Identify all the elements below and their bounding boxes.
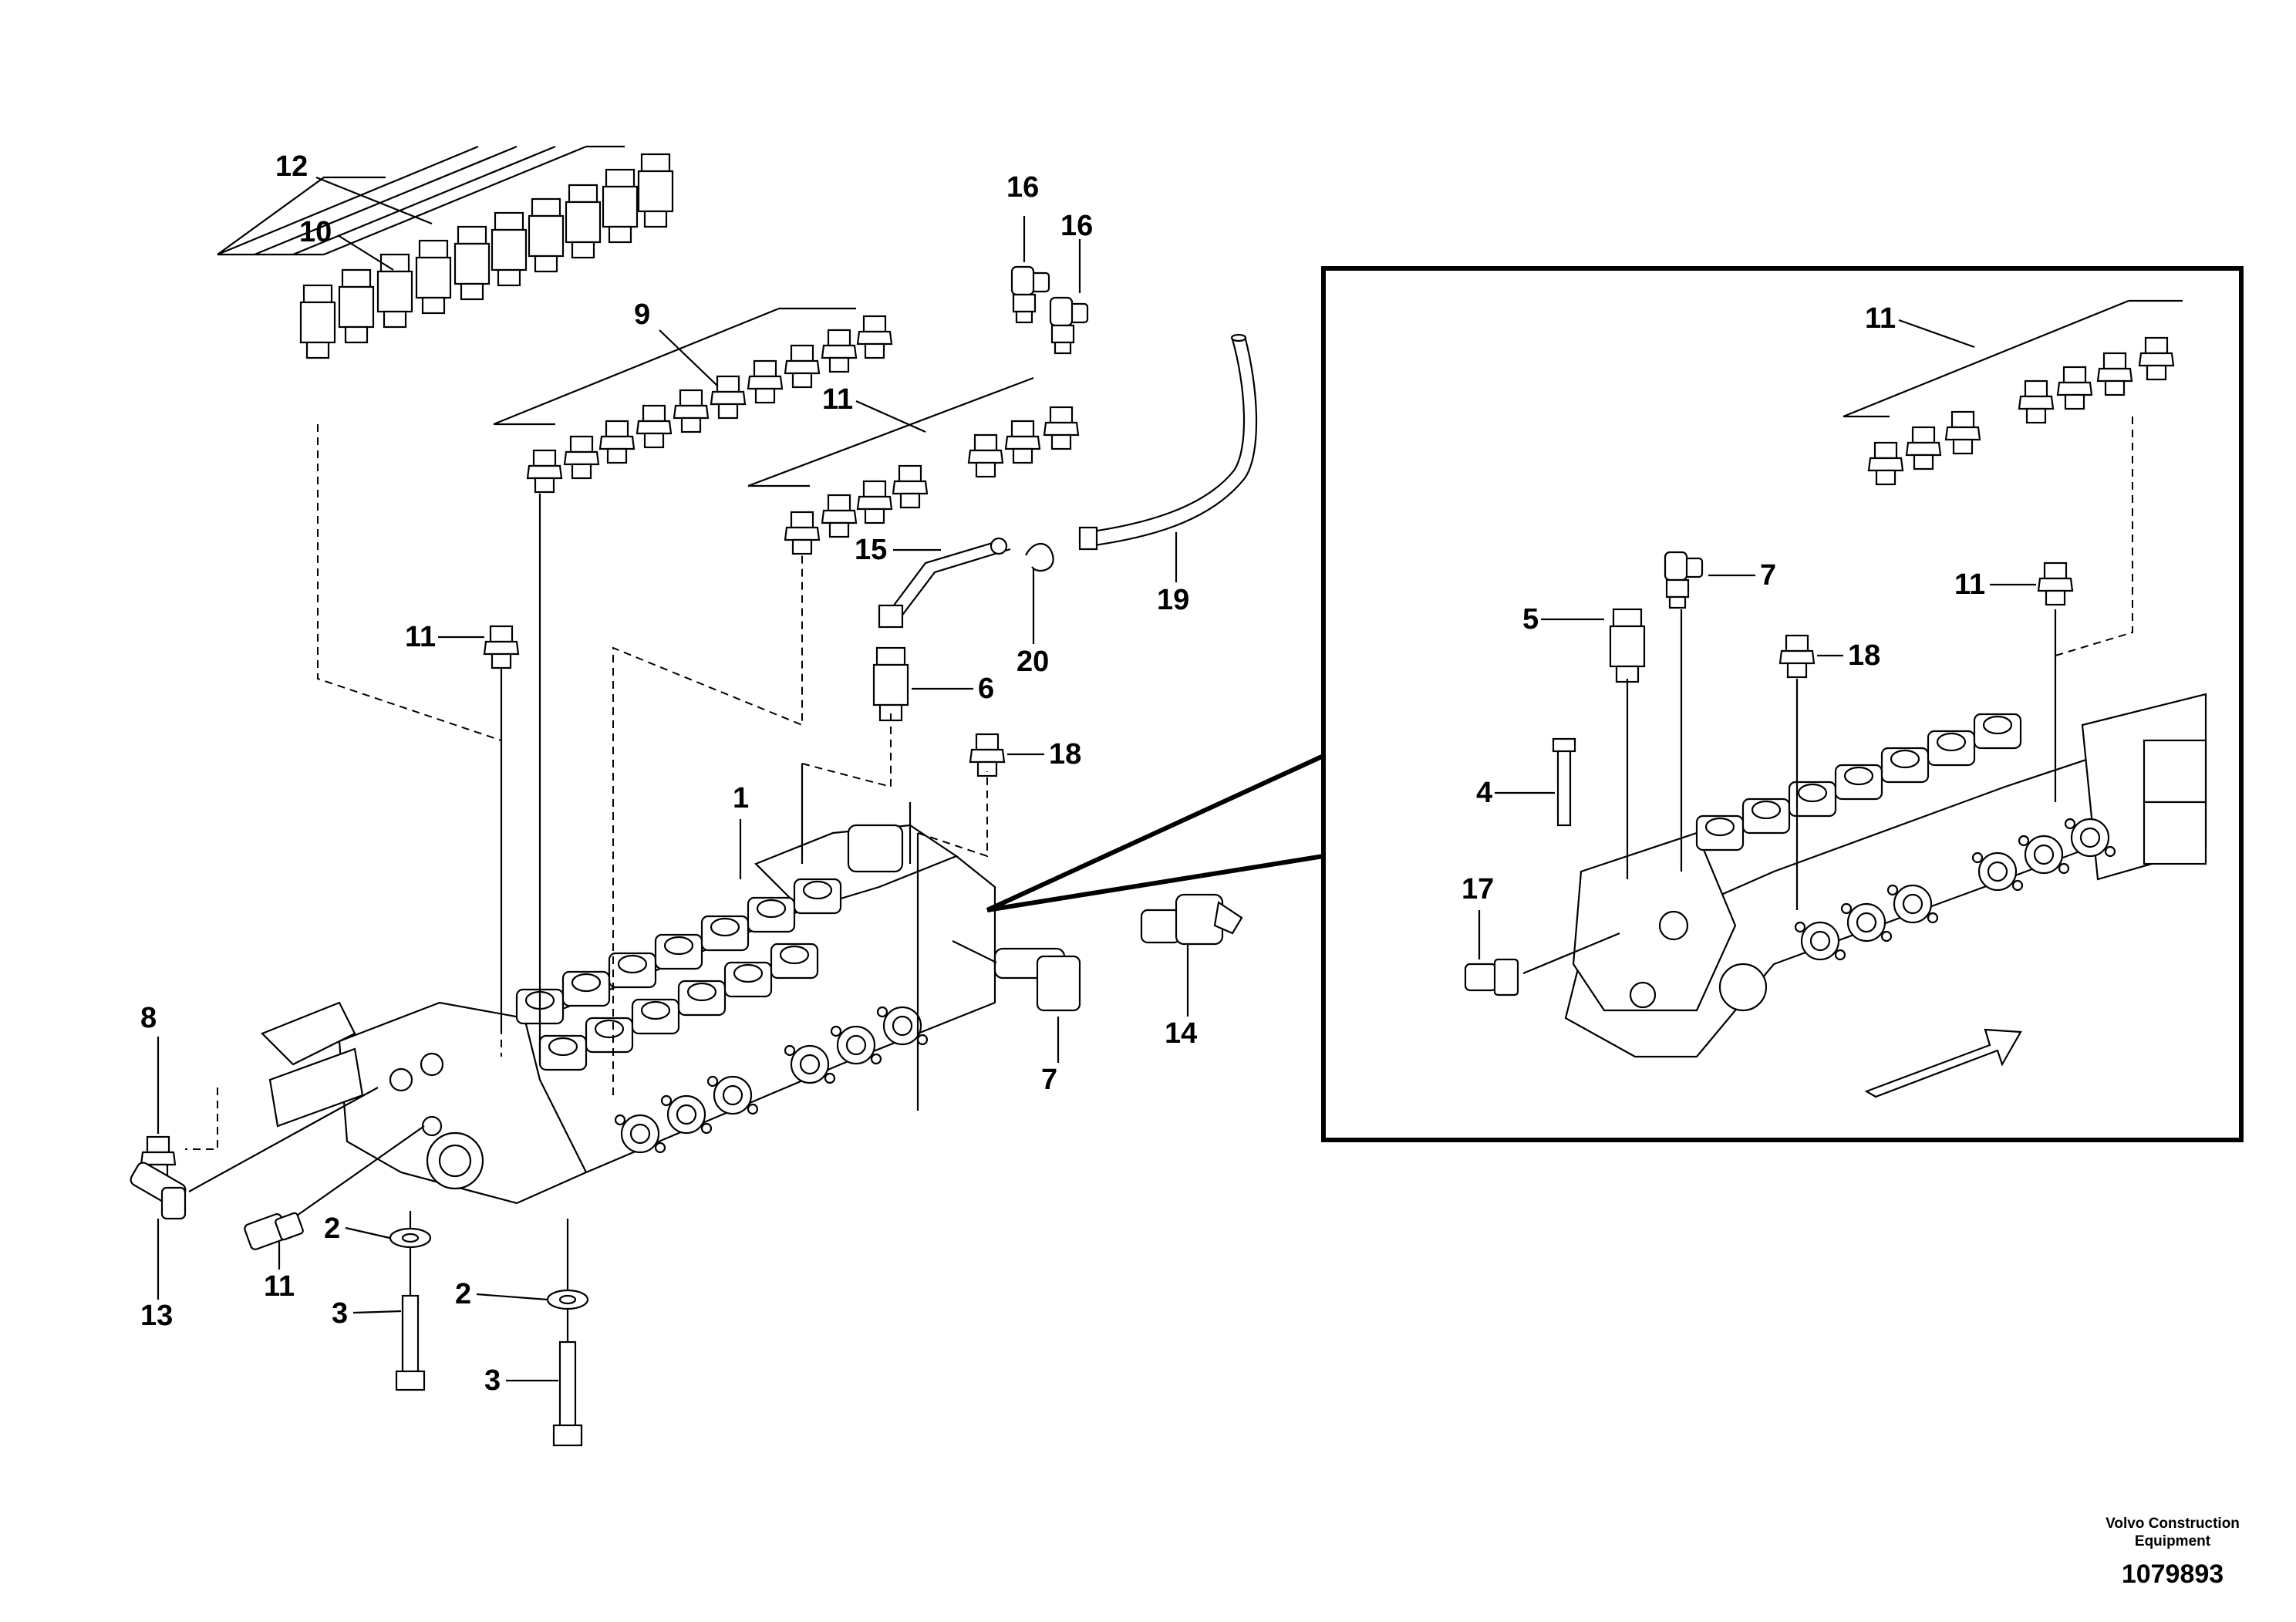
fitting-11-loose (483, 625, 520, 669)
callout-16b: 16 (1060, 210, 1093, 242)
callout-1: 1 (733, 782, 749, 814)
callout-11c: 11 (264, 1270, 295, 1303)
callout-12: 12 (275, 150, 308, 183)
inset-callout-7: 7 (1760, 559, 1776, 592)
elbow-13 (130, 1162, 187, 1220)
callout-13: 13 (140, 1300, 173, 1332)
callout-labels: 1 2 2 3 3 6 7 8 9 10 11 11 11 12 13 14 1… (140, 150, 2036, 1397)
callout-3b: 3 (484, 1364, 501, 1397)
fitting-11-left (244, 1212, 304, 1250)
fitting-row-9 (493, 307, 893, 494)
washer-bolt-right (546, 1289, 589, 1447)
washer-bolt-left (389, 1227, 432, 1391)
inset-callout-4: 4 (1476, 777, 1492, 809)
inset-detail (986, 266, 2244, 1142)
inset-callout-5: 5 (1522, 603, 1539, 636)
inset-callout-18: 18 (1848, 639, 1880, 672)
callout-10: 10 (299, 216, 332, 248)
callout-3a: 3 (332, 1297, 348, 1330)
brand-line-1: Volvo Construction (2106, 1516, 2240, 1532)
callout-2b: 2 (455, 1278, 471, 1310)
callout-20: 20 (1017, 646, 1049, 678)
inset-callout-11-mid: 11 (1954, 568, 1985, 601)
fitting-row-11 (747, 376, 1080, 555)
coupling-14 (1140, 893, 1243, 946)
callout-14: 14 (1165, 1017, 1197, 1050)
assembly-lines (185, 424, 988, 1342)
callout-16a: 16 (1006, 171, 1039, 204)
callout-9: 9 (634, 298, 650, 331)
callout-11a: 11 (822, 383, 853, 416)
drawing-footer: Volvo Construction Equipment 1079893 (2106, 1516, 2240, 1589)
callout-15: 15 (855, 534, 887, 566)
callout-7a: 7 (1041, 1064, 1057, 1096)
drawing-id: 1079893 (2122, 1560, 2224, 1589)
control-valve-block (261, 824, 996, 1205)
fitting-18-loose (969, 733, 1006, 777)
elbow-7 (952, 940, 1081, 1012)
callout-8: 8 (140, 1002, 157, 1034)
fitting-row-12 (217, 145, 674, 359)
callout-6: 6 (978, 673, 994, 705)
callout-19: 19 (1157, 584, 1189, 616)
inset-callout-11-top: 11 (1865, 302, 1896, 335)
brand-line-2: Equipment (2135, 1533, 2211, 1549)
callout-2a: 2 (324, 1212, 340, 1245)
inset-callout-17: 17 (1462, 873, 1494, 905)
tube-assembly (878, 333, 1258, 629)
elbow-fittings-16 (1010, 216, 1089, 355)
callout-18a: 18 (1049, 738, 1081, 771)
callout-11b: 11 (405, 621, 436, 653)
